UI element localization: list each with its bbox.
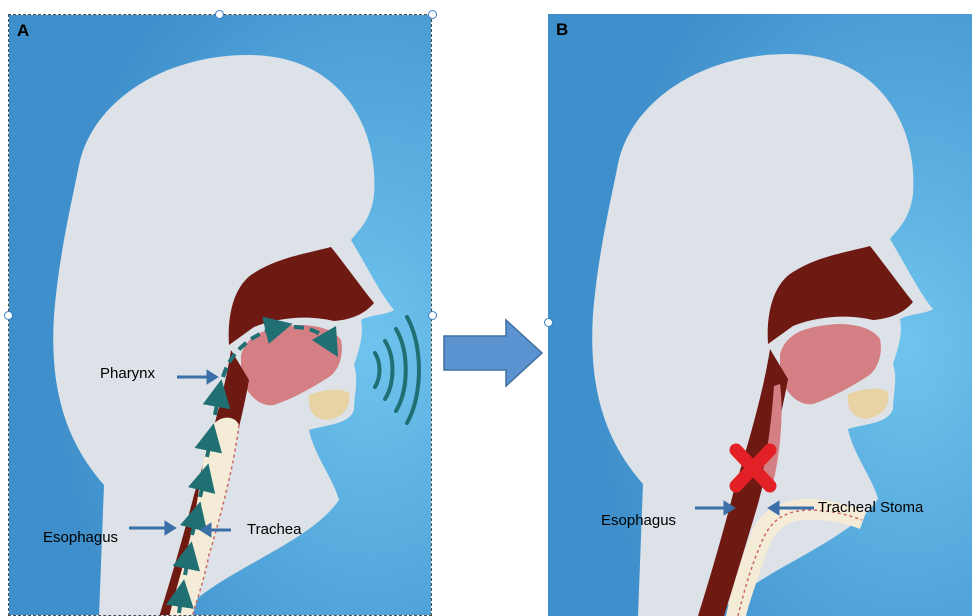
panel-b: B Esophagus Tracheal Stoma [548,14,972,616]
panel-label-a: A [17,21,29,41]
connector-handle[interactable] [544,318,553,327]
resize-handle-left[interactable] [4,311,13,320]
label-pharynx: Pharynx [100,365,155,382]
resize-handle-top[interactable] [215,10,224,19]
label-esophagus: Esophagus [601,512,676,529]
label-trachea: Trachea [247,521,301,538]
right-arrow-icon [440,318,546,388]
resize-handle-top-right[interactable] [428,10,437,19]
panel-a: A Pharynx Esophagus Trachea [8,14,432,616]
label-esophagus: Esophagus [43,529,118,546]
panel-a-illustration [9,15,432,616]
label-tracheal-stoma: Tracheal Stoma [818,499,923,516]
resize-handle-right[interactable] [428,311,437,320]
panel-label-b: B [556,20,568,40]
